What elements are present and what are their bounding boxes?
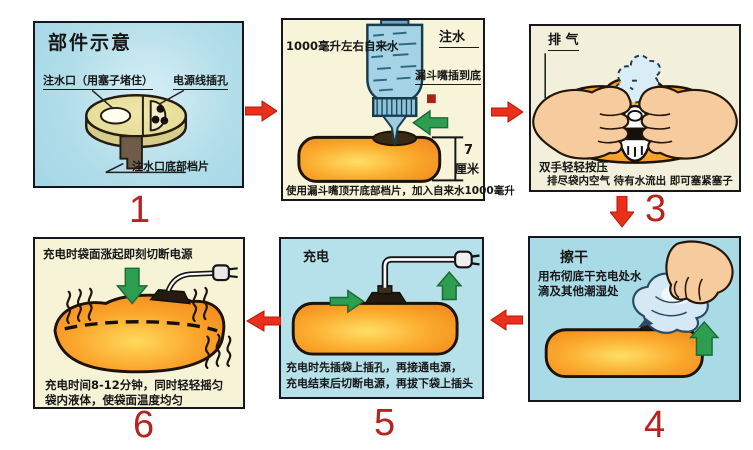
step3-title: 排 气 (548, 33, 579, 51)
red-marker-icon (427, 94, 436, 104)
red-arrow-left-icon (245, 310, 282, 336)
bag-connector-icon (364, 291, 408, 305)
water-lines-icon (371, 31, 417, 92)
depth-bracket-icon (431, 136, 464, 182)
expel-air-drawing-icon (532, 53, 738, 164)
green-arrow-down-icon (115, 267, 149, 305)
power-plug-icon (212, 264, 230, 282)
step-3-number: 3 (645, 188, 667, 230)
label-bottom-baffle: 注水口底部档片 (132, 160, 209, 173)
step6-caption1: 充电时间8-12分钟，同时轻轻摇匀 (45, 378, 224, 392)
charge-drawing-icon (291, 250, 480, 356)
fill-water-drawing-icon (297, 20, 464, 183)
red-arrow-down-icon (608, 195, 636, 232)
green-arrow-up-icon (689, 320, 720, 356)
step5-caption2: 充电结束后切断电源，再拔下袋上插头 (286, 377, 473, 390)
heat-waves-icon (66, 286, 232, 370)
water-bag-icon (297, 135, 442, 183)
parts-drawing-icon (85, 89, 188, 174)
step3-caption1: 双手轻轻按压 (539, 160, 608, 174)
step4-title: 擦干 (560, 250, 588, 266)
panel-step4-wipe-dry: 擦干 用布彻底干充电处水 滴及其他潮湿处 (528, 236, 741, 402)
green-arrow-up-icon (435, 271, 463, 301)
panel-step5-charge: 充电 充电时先插袋上插孔，再接通电源， 充电结束后切断电源，再拔下袋上插头 (279, 237, 484, 399)
power-plug-icon (454, 250, 473, 269)
step5-caption1: 充电时先插袋上插孔，再接通电源， (286, 361, 462, 374)
step3-caption2: 排尽袋内空气 待有水流出 即可塞紧塞子 (547, 175, 733, 187)
step6-caption2: 袋内液体，使袋面温度均匀 (45, 393, 183, 407)
step-5-number: 5 (374, 402, 396, 444)
step6-header: 充电时袋面涨起即刻切断电源 (43, 247, 193, 261)
while-charging-drawing-icon (53, 264, 238, 374)
depth-value: 7 (464, 143, 474, 158)
wipe-dry-drawing-icon (544, 240, 734, 379)
step2-title: 注水 (439, 30, 479, 48)
step-4-number: 4 (644, 404, 666, 446)
step4-caption2: 滴及其他潮湿处 (538, 284, 619, 298)
label-funnel-to-bottom: 漏斗嘴插到底 (415, 69, 481, 85)
panel-step6-while-charging: 充电时袋面涨起即刻切断电源 充电时间8-12分钟，同时轻轻摇匀 袋内液体，使袋面… (33, 237, 245, 409)
label-water-amount: 1000毫升左右自来水 (286, 39, 399, 53)
red-arrow-right-icon (490, 101, 524, 127)
red-arrow-left-icon (489, 309, 524, 335)
step5-title: 充电 (303, 250, 330, 265)
water-bag-icon (544, 328, 704, 379)
water-bag-icon (291, 301, 459, 356)
green-arrow-left-icon (412, 109, 449, 136)
step-1-number: 1 (129, 189, 151, 231)
label-power-socket: 电源线插孔 (173, 74, 228, 90)
depth-unit: 厘米 (455, 162, 480, 176)
red-arrow-right-icon (244, 100, 278, 126)
water-bag-icon (53, 293, 226, 374)
panel-step2-fill-water: 1000毫升左右自来水 注水 漏斗嘴插到底 7 厘米 使用漏斗嘴顶开底部档片，加… (281, 18, 515, 201)
funnel-spout-icon (381, 114, 409, 146)
step2-caption: 使用漏斗嘴顶开底部档片，加入自来水1000毫升 (286, 185, 515, 197)
left-hand-icon (532, 85, 632, 160)
bag-connector-icon (149, 289, 192, 305)
funnel-collar-icon (371, 97, 418, 118)
panel-step1-parts: 部件示意 注水口（用塞子堵住） 电源线插孔 注水口底部档片 (33, 21, 244, 188)
step4-caption1: 用布彻底干充电处水 (538, 269, 642, 283)
water-inlet-icon (99, 106, 132, 125)
step-6-number: 6 (133, 404, 155, 446)
panel-step3-expel-air: 排 气 双手轻轻按压 排尽袋内空气 待有水流出 即可塞紧塞子 (529, 24, 741, 192)
label-water-inlet: 注水口（用塞子堵住） (43, 74, 153, 90)
hand-icon (665, 240, 734, 305)
green-arrow-right-icon (329, 289, 365, 314)
bottom-baffle-icon (119, 135, 143, 170)
step1-title: 部件示意 (48, 32, 133, 54)
right-hand-icon (638, 85, 738, 160)
